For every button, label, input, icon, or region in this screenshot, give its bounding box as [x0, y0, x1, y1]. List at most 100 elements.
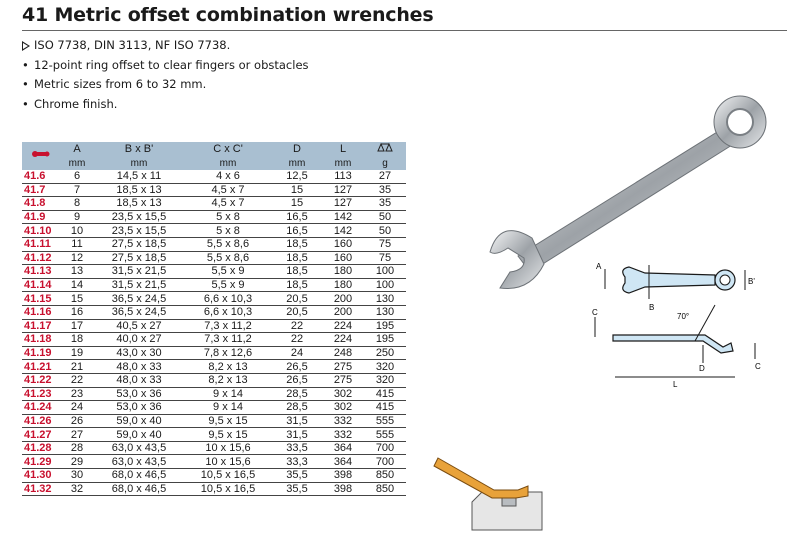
table-cell: 224: [322, 332, 364, 347]
row-reference: 41.12: [22, 251, 60, 266]
table-cell: 302: [322, 400, 364, 415]
table-cell: 275: [322, 373, 364, 388]
table-cell: 5,5 x 8,6: [184, 237, 272, 252]
unit-weight: g: [364, 157, 406, 170]
table-cell: 27: [60, 427, 94, 442]
triangle-bullet-icon: [22, 40, 30, 51]
dimension-diagram: A B B' C 70° D C L: [592, 262, 761, 389]
table-cell: 415: [364, 400, 406, 415]
row-reference: 41.7: [22, 183, 60, 198]
table-cell: 200: [322, 291, 364, 306]
table-cell: 9 x 14: [184, 387, 272, 402]
table-cell: 130: [364, 291, 406, 306]
table-cell: 24: [272, 346, 322, 361]
table-cell: 75: [364, 237, 406, 252]
page-title: 41 Metric offset combination wrenches: [22, 4, 434, 26]
row-reference: 41.19: [22, 346, 60, 361]
col-header-weight: [364, 142, 406, 157]
table-cell: 19: [60, 346, 94, 361]
table-cell: 18: [60, 332, 94, 347]
table-cell: 31,5 x 21,5: [94, 264, 184, 279]
table-cell: 35: [364, 196, 406, 211]
table-cell: 555: [364, 414, 406, 429]
table-cell: 100: [364, 278, 406, 293]
row-reference: 41.32: [22, 482, 60, 497]
table-cell: 12: [60, 251, 94, 266]
table-cell: 11: [60, 237, 94, 252]
table-cell: 26: [60, 414, 94, 429]
table-cell: 27,5 x 18,5: [94, 237, 184, 252]
table-cell: 75: [364, 251, 406, 266]
table-cell: 13: [60, 264, 94, 279]
table-cell: 9,5 x 15: [184, 414, 272, 429]
row-reference: 41.24: [22, 400, 60, 415]
table-cell: 113: [322, 170, 364, 184]
table-cell: 18,5: [272, 237, 322, 252]
table-cell: 160: [322, 237, 364, 252]
bullet-offset: •12-point ring offset to clear fingers o…: [22, 57, 309, 72]
table-cell: 200: [322, 305, 364, 320]
row-reference: 41.10: [22, 223, 60, 238]
table-cell: 48,0 x 33: [94, 373, 184, 388]
table-cell: 27: [364, 170, 406, 184]
label-a: A: [596, 262, 602, 271]
row-reference: 41.14: [22, 278, 60, 293]
table-cell: 555: [364, 427, 406, 442]
table-cell: 18,5: [272, 278, 322, 293]
table-cell: 59,0 x 40: [94, 427, 184, 442]
table-header-row: A B x B' C x C' D L: [22, 142, 406, 170]
table-cell: 364: [322, 454, 364, 470]
col-header-l: L: [322, 142, 364, 157]
table-cell: 28,5: [272, 387, 322, 402]
table-cell: 4,5 x 7: [184, 196, 272, 211]
table-cell: 700: [364, 454, 406, 470]
table-cell: 24: [60, 400, 94, 415]
table-cell: 28,5: [272, 400, 322, 415]
table-cell: 6: [60, 170, 94, 184]
table-cell: 33,3: [272, 454, 322, 470]
table-cell: 23,5 x 15,5: [94, 210, 184, 225]
table-cell: 68,0 x 46,5: [94, 482, 184, 497]
table-cell: 35,5: [272, 468, 322, 483]
label-angle: 70°: [677, 312, 689, 321]
table-cell: 18,5: [272, 264, 322, 279]
table-cell: 35: [364, 183, 406, 198]
bullet-sizes: •Metric sizes from 6 to 32 mm.: [22, 77, 207, 91]
table-cell: 31,5: [272, 414, 322, 429]
table-cell: 30: [60, 468, 94, 483]
unit-b: mm: [94, 157, 184, 170]
table-cell: 22: [272, 332, 322, 347]
col-header-a: A: [60, 142, 94, 157]
table-cell: 4 x 6: [184, 170, 272, 184]
table-cell: 9 x 14: [184, 400, 272, 415]
table-cell: 10,5 x 16,5: [184, 468, 272, 483]
wrench-photo: [489, 95, 767, 289]
table-cell: 127: [322, 183, 364, 198]
table-cell: 130: [364, 305, 406, 320]
table-cell: 4,5 x 7: [184, 183, 272, 198]
table-cell: 700: [364, 441, 406, 456]
table-cell: 33,5: [272, 441, 322, 456]
table-cell: 320: [364, 373, 406, 388]
table-cell: 332: [322, 427, 364, 442]
row-reference: 41.21: [22, 359, 60, 374]
col-header-ref: [22, 142, 60, 170]
row-reference: 41.27: [22, 427, 60, 442]
table-cell: 10: [60, 223, 94, 238]
wrench-icon: [32, 151, 50, 157]
table-cell: 63,0 x 43,5: [94, 454, 184, 470]
table-cell: 275: [322, 359, 364, 374]
table-cell: 5 x 8: [184, 210, 272, 225]
table-cell: 26,5: [272, 373, 322, 388]
